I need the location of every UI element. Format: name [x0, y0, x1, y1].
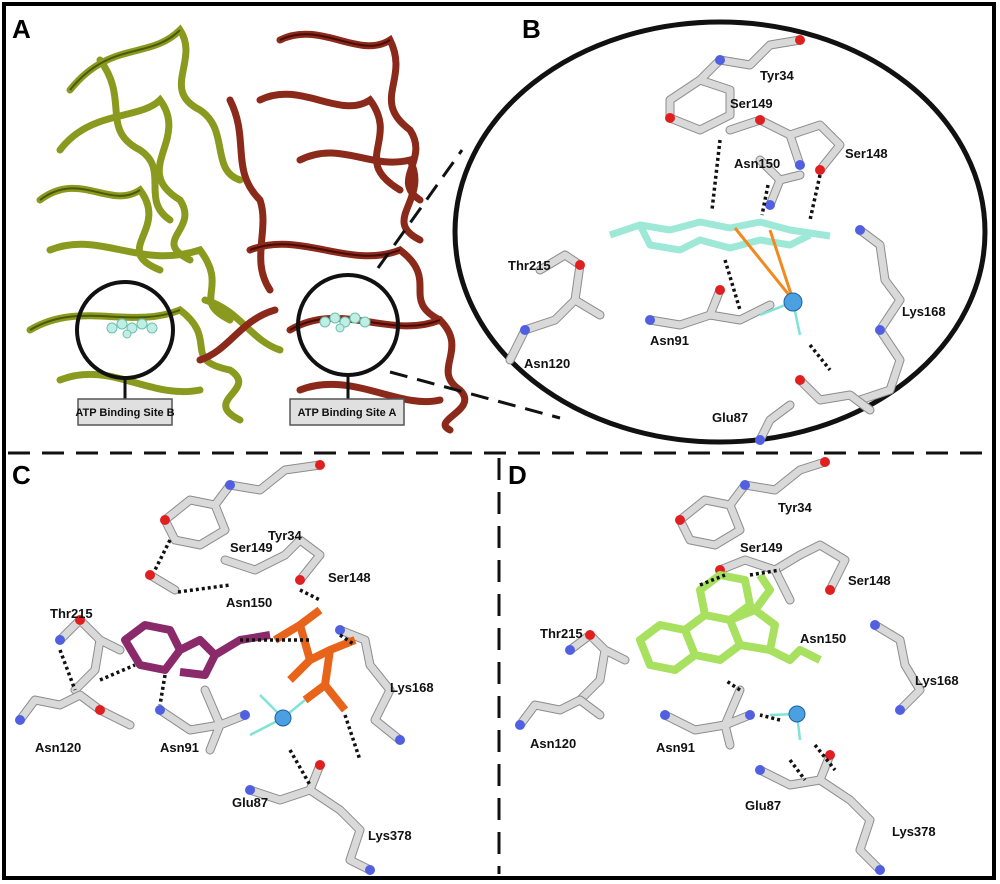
residue-sticks-d: [515, 457, 925, 875]
label-glu87-d: Glu87: [745, 798, 781, 813]
label-thr215-c: Thr215: [50, 606, 93, 621]
atoms-d: [515, 457, 905, 875]
label-glu87-c: Glu87: [232, 795, 268, 810]
label-ser148-c: Ser148: [328, 570, 371, 585]
residue-sticks-c: [15, 460, 405, 875]
ligand-b: [608, 218, 831, 254]
panel-letter-a: A: [12, 14, 31, 44]
label-ser148-b: Ser148: [845, 146, 888, 161]
zoom-line-upper: [376, 149, 464, 269]
ligand-site-a: [319, 312, 371, 333]
label-ser149-d: Ser149: [740, 540, 783, 555]
label-ser149-b: Ser149: [730, 96, 773, 111]
hbonds-d: [699, 568, 837, 782]
panel-letter-c: C: [12, 460, 31, 490]
label-asn150-c: Asn150: [226, 595, 272, 610]
label-asn120-d: Asn120: [530, 736, 576, 751]
site-b-label: ATP Binding Site B: [75, 407, 174, 419]
label-lys168-c: Lys168: [390, 680, 434, 695]
panel-letter-b: B: [522, 14, 541, 44]
metal-ion-d: [788, 705, 806, 723]
zoom-line-lower: [389, 370, 561, 420]
label-tyr34-b: Tyr34: [760, 68, 794, 83]
label-tyr34-d: Tyr34: [778, 500, 812, 515]
site-a-label: ATP Binding Site A: [298, 407, 397, 419]
orange-bond-1: [733, 227, 795, 301]
atoms-c: [15, 460, 405, 875]
label-asn120-b: Asn120: [524, 356, 570, 371]
panel-a: A: [12, 14, 561, 434]
label-thr215-d: Thr215: [540, 626, 583, 641]
label-glu87-b: Glu87: [712, 410, 748, 425]
panel-b: B: [452, 14, 988, 445]
label-lys378-d: Lys378: [892, 824, 936, 839]
label-ser149-c: Ser149: [230, 540, 273, 555]
atoms-b: [520, 35, 885, 445]
label-lys168-d: Lys168: [915, 673, 959, 688]
panel-d: D: [508, 457, 959, 875]
site-b-label-box: [77, 398, 173, 426]
label-asn91-b: Asn91: [650, 333, 689, 348]
ligand-d: [636, 571, 822, 674]
label-thr215-b: Thr215: [508, 258, 551, 273]
label-asn91-c: Asn91: [160, 740, 199, 755]
hbonds-c: [58, 539, 362, 786]
site-a-label-box: [289, 398, 405, 426]
panel-letter-d: D: [508, 460, 527, 490]
label-asn91-d: Asn91: [656, 740, 695, 755]
orange-bond-2: [768, 229, 795, 301]
residue-sticks-b: [505, 35, 905, 445]
label-asn150-b: Asn150: [734, 156, 780, 171]
label-lys168-b: Lys168: [902, 304, 946, 319]
zoom-ellipse: [452, 19, 988, 445]
label-ser148-d: Ser148: [848, 573, 891, 588]
label-asn120-c: Asn120: [35, 740, 81, 755]
label-tyr34-c: Tyr34: [268, 528, 302, 543]
panel-c: C: [12, 460, 434, 875]
hbonds-b: [710, 139, 832, 372]
metal-ion-b: [783, 292, 803, 312]
label-lys378-c: Lys378: [368, 828, 412, 843]
ligand-site-b: [106, 318, 158, 339]
label-asn150-d: Asn150: [800, 631, 846, 646]
metal-ion-c: [274, 709, 292, 727]
